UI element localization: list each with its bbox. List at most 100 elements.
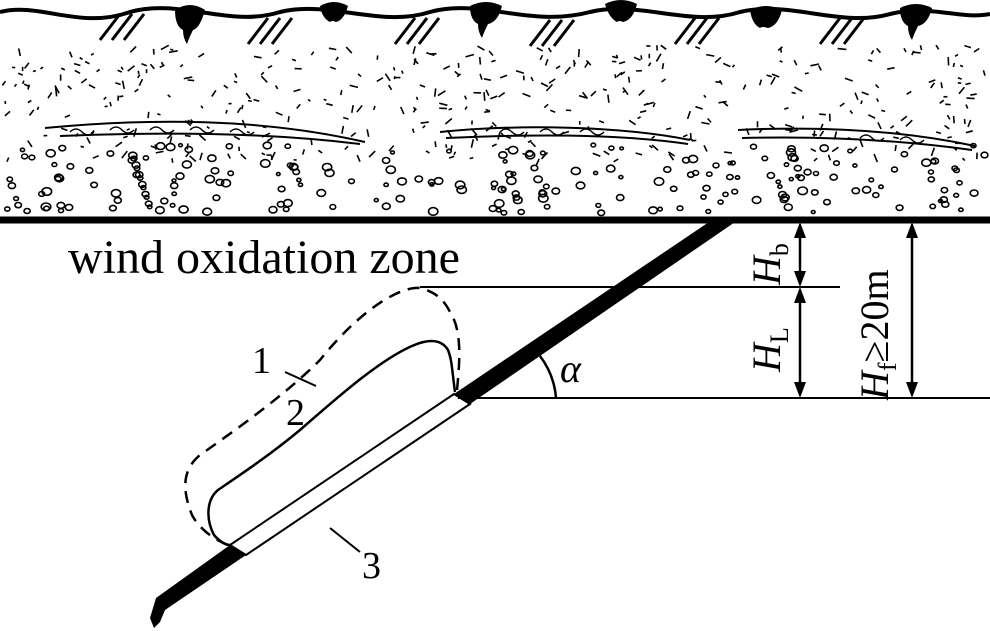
speckle-dash <box>695 45 701 50</box>
speckle-dash <box>79 56 83 61</box>
speckle-dash <box>88 84 96 89</box>
speckle-dash <box>270 155 273 160</box>
speckle-dash <box>714 56 722 64</box>
speckle-pebble <box>225 143 234 150</box>
speckle-dash <box>540 82 549 88</box>
speckle-dash <box>80 145 85 148</box>
speckle-dash <box>867 114 876 119</box>
speckle-dash <box>60 67 66 71</box>
speckle-pebble <box>871 191 880 199</box>
speckle-pebble <box>686 171 695 179</box>
speckle-dash <box>957 77 962 80</box>
speckle-pebble <box>920 158 932 168</box>
speckle-dash <box>388 145 395 152</box>
speckle-pebble <box>727 160 733 166</box>
lens-layers <box>44 120 976 151</box>
speckle-dash <box>952 115 955 124</box>
speckle-dash <box>483 92 486 101</box>
speckle-dash <box>54 85 60 94</box>
speckle-pebble <box>137 180 147 189</box>
speckle-pebble <box>785 147 797 157</box>
speckle-pebble <box>810 188 819 196</box>
speckle-pebble <box>204 174 216 184</box>
speckle-dash <box>454 70 460 76</box>
speckle-dash <box>944 124 950 130</box>
speckle-dash <box>958 86 966 95</box>
speckle-dash <box>957 82 962 85</box>
speckle-pebble <box>729 160 736 166</box>
speckle-pebble <box>202 207 213 216</box>
speckle-pebble <box>662 165 672 174</box>
speckle-pebble <box>160 197 169 205</box>
speckle-dash <box>433 88 437 97</box>
speckle-dash <box>189 155 197 163</box>
speckle-dash <box>616 71 623 78</box>
speckle-pebble <box>596 209 606 217</box>
speckle-pebble <box>618 174 624 180</box>
ground-surface-line <box>0 6 990 21</box>
speckle-pebble <box>761 155 769 162</box>
speckle-dash <box>54 87 58 97</box>
zone-label: wind oxidation zone <box>68 231 460 284</box>
speckle-pebble <box>551 187 561 195</box>
speckle-dash <box>117 69 123 73</box>
speckle-dash <box>127 65 135 72</box>
speckle-dash <box>779 60 783 63</box>
speckle-dash <box>911 50 915 56</box>
label-3: 3 <box>362 545 381 587</box>
speckle-dash <box>490 95 498 100</box>
speckle-dash <box>32 69 37 73</box>
speckle-dash <box>413 58 419 65</box>
speckle-dash <box>64 114 71 119</box>
speckle-pebble <box>184 145 194 154</box>
speckle-dash <box>483 78 491 81</box>
speckle-dash <box>930 82 936 89</box>
speckle-dash <box>168 50 178 54</box>
speckle-dash <box>155 150 164 154</box>
speckle-dash <box>329 66 336 70</box>
speckle-dash <box>498 91 506 98</box>
speckle-dash <box>1 80 7 86</box>
speckle-dash <box>515 69 525 75</box>
speckle-pebble <box>113 196 123 204</box>
speckle-dash <box>894 144 897 152</box>
speckle-dash <box>456 73 462 78</box>
speckle-pebble <box>282 198 294 208</box>
dim-label-hb: Hb <box>744 243 794 286</box>
speckle-pebble <box>766 171 776 180</box>
speckle-dash <box>339 90 343 96</box>
speckle-pebble <box>952 192 960 199</box>
speckle-pebble <box>930 158 937 165</box>
speckle-dash <box>655 53 662 62</box>
speckle-dash <box>13 83 18 88</box>
speckle-pebble <box>292 168 301 176</box>
speckle-dash <box>103 96 107 101</box>
speckle-dash <box>67 85 72 90</box>
speckle-pebble <box>373 197 380 203</box>
speckle-dash <box>211 89 217 97</box>
speckle-pebble <box>212 194 221 202</box>
speckle-pebble <box>286 162 294 169</box>
speckle-dash <box>499 74 508 79</box>
speckle-dash <box>648 144 653 149</box>
speckle-dash <box>849 110 854 115</box>
speckle-dash <box>372 105 376 111</box>
speckle-dash <box>598 120 605 124</box>
speckle-pebble <box>575 181 586 190</box>
speckle-pebble <box>852 163 858 168</box>
speckle-pebble <box>175 172 185 181</box>
speckle-pebble <box>725 173 734 181</box>
speckle-dash <box>92 154 100 159</box>
speckle-pebble <box>653 176 665 187</box>
speckle-dash <box>96 68 101 73</box>
speckle-dash <box>392 66 396 71</box>
speckle-dash <box>973 47 980 53</box>
speckle-dash <box>966 97 975 100</box>
speckle-dash <box>104 105 108 108</box>
speckle-pebble <box>900 150 909 158</box>
speckle-pebble <box>64 203 74 212</box>
speckle-dash <box>426 51 435 57</box>
speckle-pebble <box>608 145 615 151</box>
speckle-pebble <box>851 187 861 195</box>
speckle-pebble <box>178 205 189 214</box>
